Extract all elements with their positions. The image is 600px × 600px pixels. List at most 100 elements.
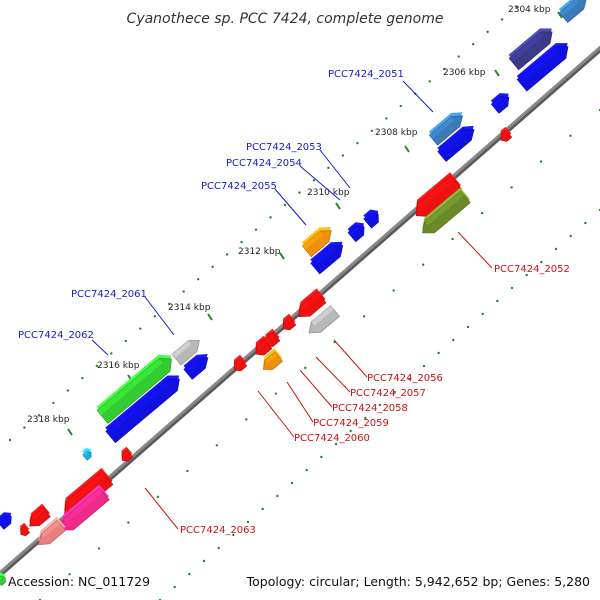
track-dot-outer bbox=[356, 141, 359, 145]
track-dot-inner bbox=[408, 377, 411, 381]
track-dot-inner bbox=[202, 559, 206, 563]
track-dot-outer bbox=[124, 339, 127, 343]
minus-gene-leader bbox=[257, 390, 295, 438]
track-dot-outer bbox=[500, 18, 504, 21]
gene-2049-b bbox=[516, 43, 569, 92]
plus-gene-label: PCC7424_2053 bbox=[246, 142, 322, 153]
track-dot-outer bbox=[269, 216, 272, 219]
track-dot-outer bbox=[283, 203, 287, 207]
plus-gene-leader bbox=[402, 80, 434, 113]
track-dot-inner bbox=[349, 429, 352, 433]
track-dot-outer bbox=[23, 426, 26, 429]
gene-pcc7424-2052-a-gloss bbox=[417, 175, 455, 208]
track-dot-outer bbox=[312, 179, 316, 182]
track-dot-mid bbox=[245, 418, 248, 421]
track-dot-outer bbox=[225, 253, 229, 256]
gene-pcc7424-2052-a bbox=[415, 172, 462, 217]
gene-2055-b bbox=[310, 241, 344, 275]
track-dot-inner bbox=[246, 520, 250, 524]
track-dot-outer bbox=[110, 352, 113, 355]
track-dot-outer bbox=[37, 414, 41, 417]
gene-small-red-2307 bbox=[500, 126, 513, 142]
gene-pcc7424-2052-b-gloss bbox=[424, 191, 465, 226]
genes-layer bbox=[0, 0, 587, 587]
gene-2049-a bbox=[508, 28, 553, 71]
minus-gene-leader bbox=[144, 487, 179, 530]
minus-gene-leader bbox=[299, 369, 333, 408]
gene-edge-green-gloss bbox=[0, 576, 3, 582]
gene-pcc7424-2063-gloss bbox=[121, 450, 129, 457]
track-dot-inner bbox=[173, 585, 176, 589]
label-leaders-layer bbox=[91, 80, 493, 530]
gene-pcc7424-2060-gloss bbox=[264, 351, 278, 364]
gene-2061-b-gloss bbox=[183, 358, 200, 373]
track-dot-outer bbox=[211, 265, 214, 269]
track-dot-outer bbox=[471, 43, 475, 46]
gene-2062-b-body bbox=[105, 378, 180, 444]
gene-pcc7424-2056-gloss bbox=[311, 305, 334, 326]
track-dot-outer bbox=[182, 290, 185, 293]
track-dots-layer bbox=[8, 5, 600, 600]
gene-2058-b-gloss bbox=[265, 332, 276, 342]
track-dot-inner bbox=[525, 273, 528, 277]
track-dot-inner bbox=[569, 234, 572, 238]
track-dot-mid bbox=[421, 263, 425, 266]
minus-gene-leader bbox=[315, 356, 351, 393]
tick-label: 2310 kbp bbox=[307, 188, 350, 198]
gene-pcc7424-2051 bbox=[428, 112, 463, 146]
gene-pcc7424-2057 bbox=[298, 288, 327, 317]
gene-pcc7424-2055 bbox=[301, 227, 332, 258]
track-dot-inner bbox=[217, 546, 220, 550]
plus-gene-label: PCC7424_2054 bbox=[226, 158, 302, 169]
gene-pcc7424-2059-gloss bbox=[256, 339, 267, 350]
gene-small-2306 bbox=[490, 93, 510, 114]
minus-gene-label: PCC7424_2060 bbox=[294, 433, 370, 444]
plus-gene-label: PCC7424_2051 bbox=[328, 69, 404, 80]
gene-edge-green bbox=[0, 572, 6, 587]
track-dot-inner bbox=[584, 221, 587, 225]
minus-gene-leader bbox=[457, 231, 493, 269]
track-dot-inner bbox=[364, 416, 367, 420]
minus-gene-label: PCC7424_2059 bbox=[313, 418, 389, 429]
track-dot-mid bbox=[451, 237, 454, 241]
track-dot-mid bbox=[480, 211, 484, 215]
gene-2064-b-gloss bbox=[63, 488, 104, 523]
gene-2062-b-gloss bbox=[105, 379, 172, 436]
gene-2067-gloss bbox=[0, 515, 7, 525]
plus-gene-leader bbox=[91, 339, 109, 356]
plus-gene-leader bbox=[299, 165, 341, 201]
plus-gene-leader bbox=[319, 149, 351, 189]
gene-pcc7424-2058 bbox=[283, 313, 297, 331]
track-dot-mid bbox=[392, 289, 395, 292]
track-dot-inner bbox=[393, 390, 396, 394]
gene-2065-a bbox=[29, 503, 51, 527]
gene-2060-b bbox=[234, 354, 248, 372]
gene-2061-b bbox=[183, 354, 209, 380]
track-dot-inner bbox=[188, 572, 191, 576]
gene-2066-gloss bbox=[20, 526, 27, 532]
gene-pcc7424-2053-gloss bbox=[363, 213, 374, 223]
tick-mark bbox=[404, 145, 410, 153]
minus-gene-label: PCC7424_2063 bbox=[180, 525, 256, 536]
track-dot-mid bbox=[304, 366, 307, 370]
track-dot-outer bbox=[168, 302, 171, 306]
tick-label: 2308 kbp bbox=[375, 128, 418, 138]
track-dot-inner bbox=[540, 260, 543, 264]
map-title: Cyanothece sp. PCC 7424, complete genome bbox=[127, 11, 444, 27]
track-dot-mid bbox=[539, 160, 543, 163]
tick-label: 2318 kbp bbox=[27, 415, 70, 425]
gene-2051-b bbox=[437, 125, 475, 162]
track-dot-inner bbox=[481, 312, 484, 316]
track-dot-outer bbox=[52, 401, 55, 405]
track-dot-mid bbox=[510, 186, 513, 189]
plus-gene-leader bbox=[144, 296, 175, 336]
gene-2049-b-body bbox=[516, 46, 569, 92]
minus-gene-label: PCC7424_2057 bbox=[350, 388, 426, 399]
minus-gene-leader bbox=[333, 339, 368, 378]
track-dot-inner bbox=[232, 533, 235, 537]
tick-mark bbox=[207, 313, 213, 321]
gene-small-red-2307-gloss bbox=[500, 130, 508, 137]
gene-2064-b-body bbox=[61, 487, 110, 531]
